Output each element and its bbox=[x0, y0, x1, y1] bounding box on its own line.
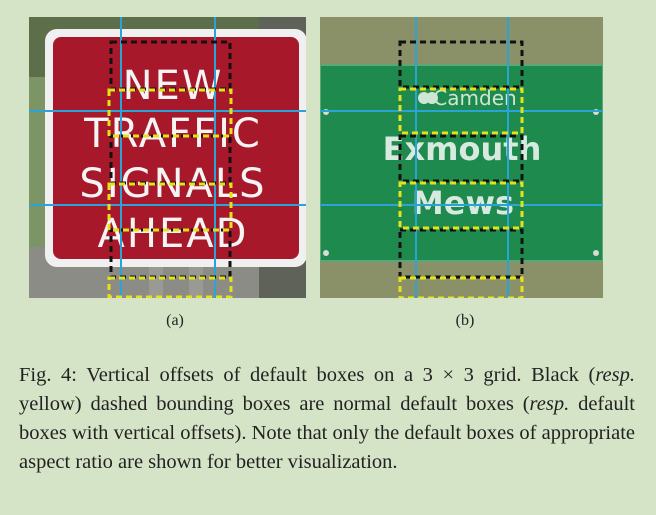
grid-lines bbox=[29, 17, 306, 298]
caption-prefix: Fig. 4: Vertical offsets of default boxe… bbox=[19, 364, 596, 386]
figure-panel-a: NEW TRAFFIC SIGNALS AHEAD bbox=[29, 17, 306, 298]
traffic-sign-image: NEW TRAFFIC SIGNALS AHEAD bbox=[29, 17, 306, 298]
caption-resp-1: resp. bbox=[595, 364, 635, 386]
subfigure-label-b: (b) bbox=[455, 312, 475, 329]
figure-panel-b: Camden Exmouth Mews bbox=[320, 17, 603, 298]
caption-mid-1: yellow) dashed bounding boxes are normal… bbox=[19, 393, 530, 415]
caption-resp-2: resp. bbox=[529, 393, 570, 415]
caption-mid-2: default boxes with vertical offsets). No… bbox=[19, 393, 635, 473]
sign-line-4: AHEAD bbox=[98, 211, 249, 257]
grid-lines bbox=[320, 17, 603, 298]
offset-default-boxes bbox=[398, 87, 524, 298]
sign-line-mews: Mews bbox=[412, 184, 514, 222]
figure-caption: Fig. 4: Vertical offsets of default boxe… bbox=[19, 361, 635, 477]
sign-line-1: NEW bbox=[123, 63, 224, 109]
subfigure-label-a: (a) bbox=[166, 312, 184, 329]
camden-logo bbox=[418, 92, 438, 104]
street-sign-image: Camden Exmouth Mews bbox=[320, 17, 603, 298]
offset-default-boxes bbox=[107, 88, 233, 298]
